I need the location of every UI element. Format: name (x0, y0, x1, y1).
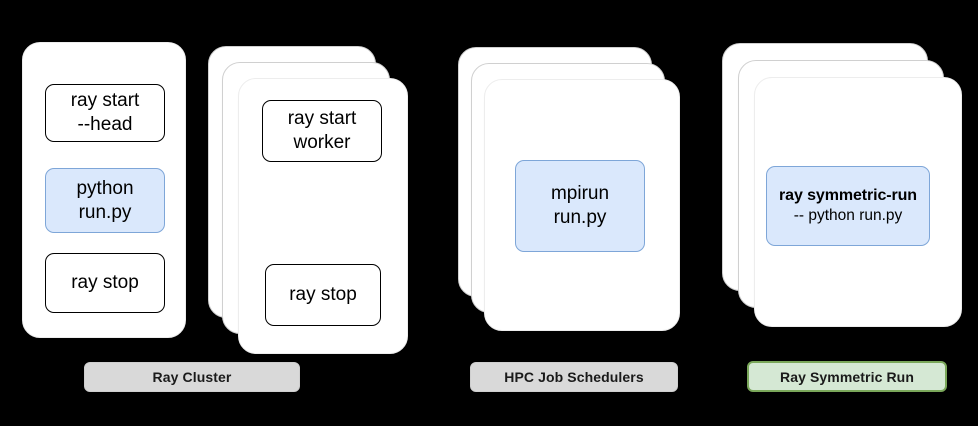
cmd-line-2: -- python run.py (793, 207, 903, 225)
cmdbox-mpirun-run-py[interactable]: mpirun run.py (515, 160, 645, 252)
cmd-line-2: run.py (78, 201, 132, 223)
cmdbox-ray-start-head[interactable]: ray start --head (45, 84, 165, 142)
cmd-line-2: run.py (553, 207, 607, 228)
cmdbox-python-run-py[interactable]: python run.py (45, 168, 165, 233)
cmdbox-ray-stop-head[interactable]: ray stop (45, 253, 165, 313)
cmdbox-ray-symmetric-run[interactable]: ray symmetric-run -- python run.py (766, 166, 930, 246)
group-label-text: Ray Cluster (152, 369, 232, 385)
cmd-line-1: ray symmetric-run (779, 187, 917, 205)
group-label-hpc-job-schedulers: HPC Job Schedulers (470, 362, 678, 392)
cmd-line-1: ray stop (71, 272, 139, 294)
cmd-line-1: python (76, 177, 134, 199)
group-label-text: Ray Symmetric Run (780, 368, 914, 385)
cmd-line-1: ray stop (289, 284, 357, 306)
cmd-line-2: worker (293, 132, 351, 153)
cmd-line-1: ray start (70, 90, 140, 112)
group-label-ray-symmetric-run: Ray Symmetric Run (747, 361, 947, 392)
cmdbox-ray-start-worker[interactable]: ray start worker (262, 100, 382, 162)
group-label-ray-cluster: Ray Cluster (84, 362, 300, 392)
group-label-text: HPC Job Schedulers (504, 369, 644, 385)
cmdbox-ray-stop-worker[interactable]: ray stop (265, 264, 381, 326)
cmd-line-1: ray start (287, 108, 357, 130)
cmd-line-1: mpirun (550, 183, 610, 205)
cmd-line-2: --head (77, 114, 133, 135)
